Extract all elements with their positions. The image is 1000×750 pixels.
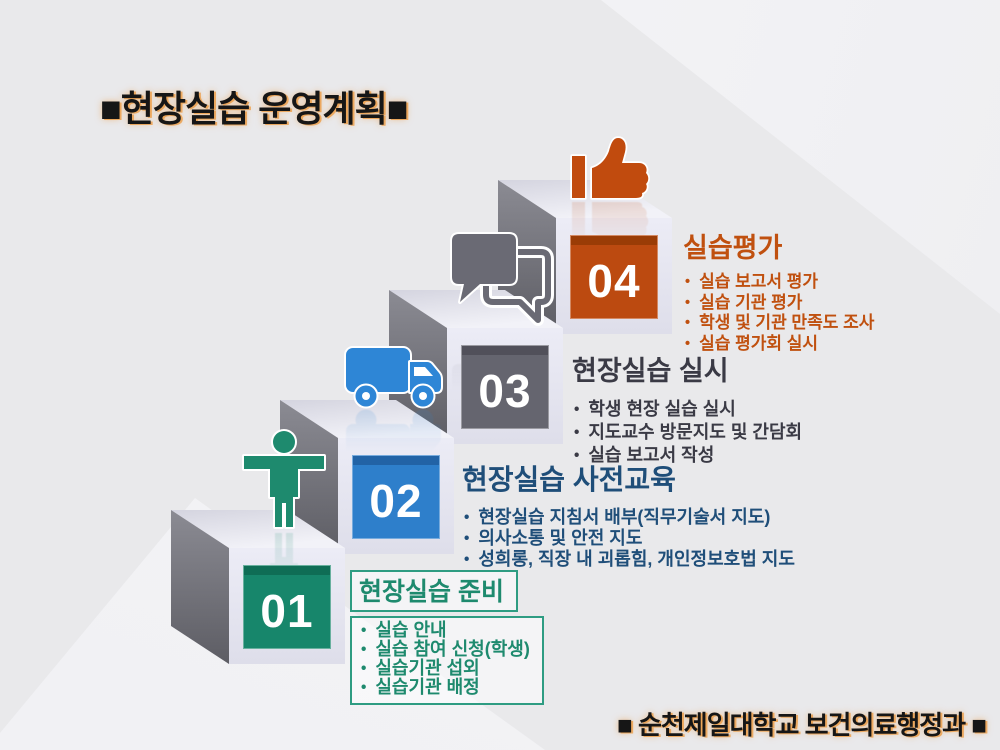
page-title: ■현장실습 운영계획■ bbox=[100, 88, 408, 129]
bullet-item: 실습 안내 bbox=[359, 621, 530, 640]
thumbs-up-icon-reflection bbox=[572, 202, 649, 262]
step-1-title: 현장실습 준비 bbox=[350, 570, 518, 612]
step-1-number: 01 bbox=[260, 584, 314, 637]
bullet-item: 학생 현장 실습 실시 bbox=[572, 398, 802, 421]
bullet-item: 성희롱, 직장 내 괴롭힘, 개인정보호법 지도 bbox=[462, 549, 795, 570]
step-4-bullet-list: 실습 보고서 평가 실습 기관 평가 학생 및 기관 만족도 조사 실습 평가회… bbox=[683, 272, 874, 354]
chat-icon bbox=[450, 230, 554, 414]
bullet-item: 실습 보고서 작성 bbox=[572, 444, 802, 467]
step-2-number-block: 02 bbox=[352, 455, 440, 539]
step-4-text-block: 실습평가 실습 보고서 평가 실습 기관 평가 학생 및 기관 만족도 조사 실… bbox=[683, 226, 874, 354]
step-3-title: 현장실습 실시 bbox=[572, 356, 729, 386]
bullet-item: 의사소통 및 안전 지도 bbox=[462, 528, 795, 549]
bullet-item: 실습 참여 신청(학생) bbox=[359, 640, 529, 659]
step-3-number: 03 bbox=[478, 364, 532, 417]
step-2-text-block: 현장실습 사전교육 현장실습 지침서 배부(직무기술서 지도) 의사소통 및 안… bbox=[462, 458, 795, 570]
step-1-bullet-box: 실습 안내 실습 참여 신청(학생) 실습기관 섭외 실습기관 배정 bbox=[350, 616, 544, 705]
truck-icon bbox=[344, 346, 444, 468]
step-2-title: 현장실습 사전교육 bbox=[462, 464, 676, 495]
step-4-number: 04 bbox=[587, 254, 641, 307]
bullet-item: 실습기관 배정 bbox=[359, 678, 530, 697]
bullet-item: 현장실습 지침서 배부(직무기술서 지도) bbox=[462, 507, 795, 528]
step-4-number-block: 04 bbox=[570, 235, 658, 319]
step-2-number: 02 bbox=[369, 474, 423, 527]
step-3-bullet-list: 학생 현장 실습 실시 지도교수 방문지도 및 간담회 실습 보고서 작성 bbox=[572, 398, 802, 467]
thumbs-up-icon bbox=[566, 132, 654, 262]
footer-department-label: ■ 순천제일대학교 보건의료행정과 ■ bbox=[617, 710, 987, 740]
step-4-title: 실습평가 bbox=[683, 233, 783, 263]
bullet-item: 실습 보고서 평가 bbox=[683, 272, 874, 293]
bullet-item: 학생 및 기관 만족도 조사 bbox=[683, 313, 874, 334]
bullet-item: 지도교수 방문지도 및 간담회 bbox=[572, 421, 802, 444]
person-icon bbox=[242, 429, 326, 629]
step-1-number-block: 01 bbox=[243, 565, 331, 649]
step-1-bullet-list: 실습 안내 실습 참여 신청(학생) 실습기관 섭외 실습기관 배정 bbox=[359, 621, 530, 697]
step-4-number-lid bbox=[571, 236, 657, 245]
step-2-number-lid bbox=[353, 456, 439, 465]
step-3-number-block: 03 bbox=[461, 345, 549, 429]
step-1-text-block: 현장실습 준비 실습 안내 실습 참여 신청(학생) 실습기관 섭외 실습기관 … bbox=[350, 570, 544, 705]
bullet-item: 실습기관 섭외 bbox=[359, 659, 530, 678]
step-1-number-lid bbox=[244, 566, 330, 575]
step-3-number-lid bbox=[462, 346, 548, 355]
bullet-item: 실습 기관 평가 bbox=[683, 293, 874, 314]
step-3-text-block: 현장실습 실시 학생 현장 실습 실시 지도교수 방문지도 및 간담회 실습 보… bbox=[572, 349, 802, 467]
bullet-item: 실습 평가회 실시 bbox=[683, 334, 874, 355]
step-2-bullet-list: 현장실습 지침서 배부(직무기술서 지도) 의사소통 및 안전 지도 성희롱, … bbox=[462, 507, 795, 570]
